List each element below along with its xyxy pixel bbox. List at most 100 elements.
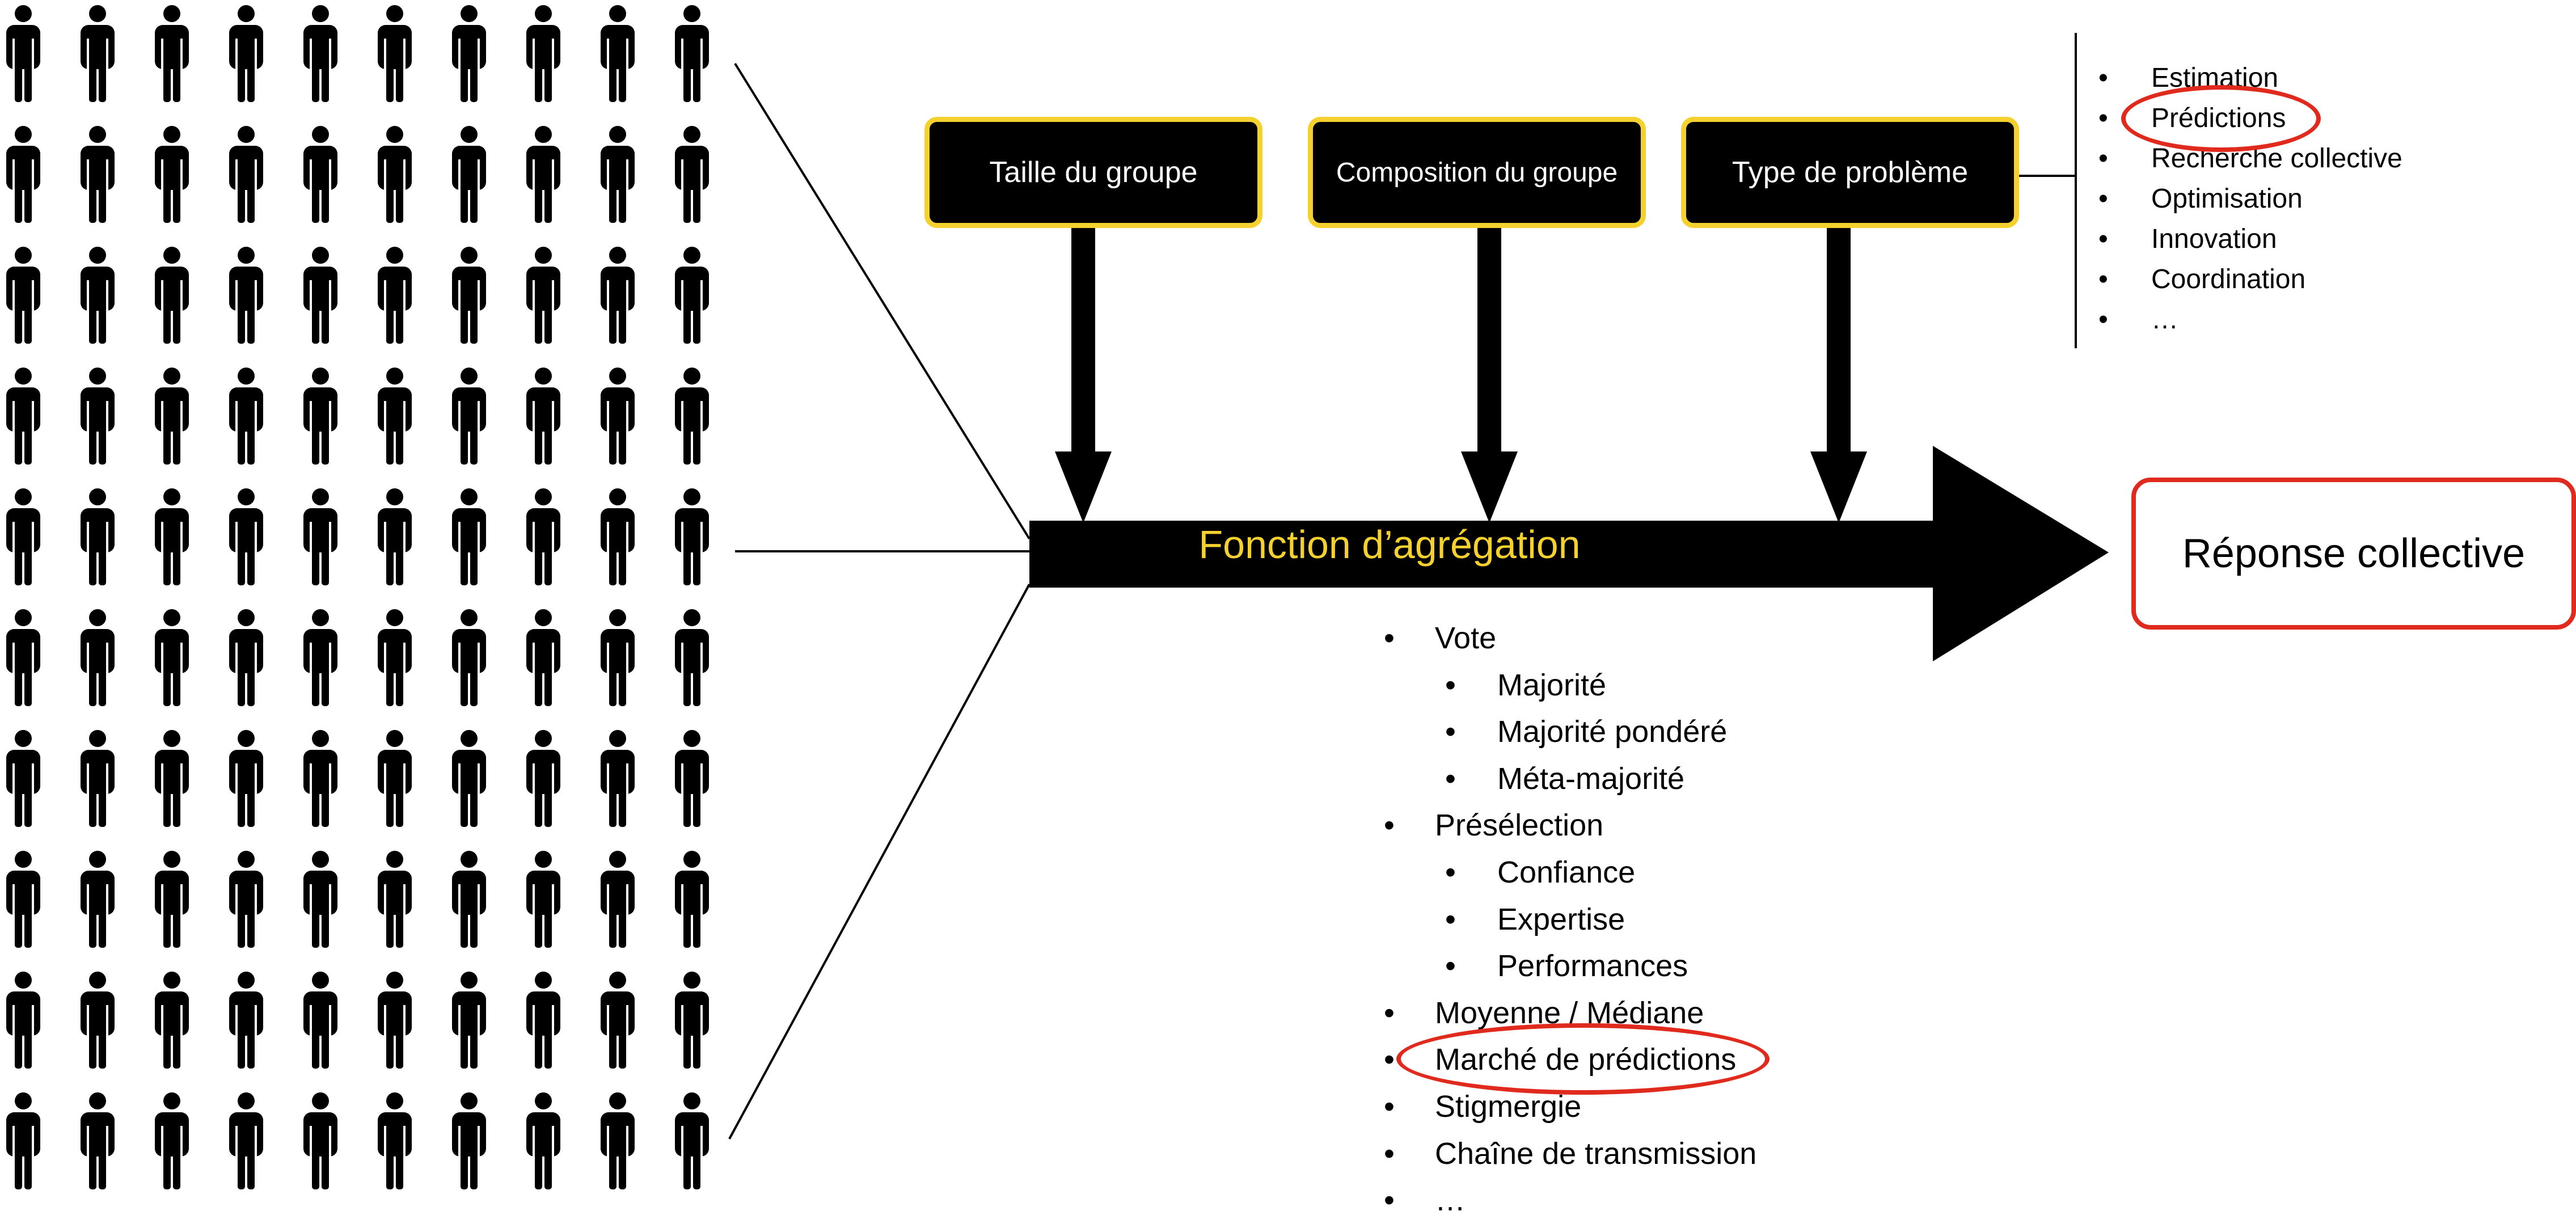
aggregation-method-item: Stigmergie	[1384, 1083, 1756, 1130]
person-icon	[81, 609, 115, 706]
person-icon	[378, 488, 412, 585]
person-icon	[526, 851, 560, 948]
problem-type-item: Estimation	[2098, 58, 2402, 98]
person-icon	[155, 1092, 189, 1189]
person-icon	[526, 488, 560, 585]
person-icon	[601, 851, 635, 948]
group-composition-label: Composition du groupe	[1336, 157, 1618, 188]
person-icon	[6, 730, 40, 827]
person-icon	[452, 126, 486, 223]
person-icon	[601, 247, 635, 344]
aggregation-method-item: …	[1384, 1177, 1756, 1224]
crowd-grid	[6, 5, 709, 1189]
person-icon	[81, 368, 115, 465]
aggregation-submethod-item: Expertise	[1384, 896, 1756, 943]
group-size-label: Taille du groupe	[989, 156, 1198, 189]
person-icon	[6, 368, 40, 465]
problem-type-item: …	[2098, 299, 2402, 340]
person-icon	[675, 972, 709, 1069]
person-icon	[81, 488, 115, 585]
person-icon	[6, 609, 40, 706]
person-icon	[601, 1092, 635, 1189]
arrow-shaft-problem-type	[1827, 228, 1851, 453]
person-icon	[155, 488, 189, 585]
person-icon	[303, 126, 337, 223]
arrow-shaft-group-composition	[1477, 228, 1501, 453]
person-icon	[452, 730, 486, 827]
person-icon	[303, 247, 337, 344]
person-icon	[229, 972, 263, 1069]
person-icon	[6, 851, 40, 948]
crowd-line-bottom	[728, 584, 1031, 1139]
arrow-head-group-size	[1055, 451, 1112, 523]
person-icon	[601, 609, 635, 706]
person-icon	[526, 972, 560, 1069]
person-icon	[378, 368, 412, 465]
person-icon	[526, 609, 560, 706]
person-icon	[378, 730, 412, 827]
person-icon	[303, 972, 337, 1069]
aggregation-method-list: Vote Majorité Majorité pondéré Méta-majo…	[1384, 615, 1756, 1224]
person-icon	[155, 972, 189, 1069]
person-icon	[526, 5, 560, 102]
person-icon	[81, 247, 115, 344]
arrow-head-problem-type	[1810, 451, 1867, 523]
person-icon	[378, 972, 412, 1069]
person-icon	[81, 5, 115, 102]
highlight-circle-prediction-market	[1396, 1023, 1770, 1095]
person-icon	[303, 730, 337, 827]
person-icon	[303, 368, 337, 465]
aggregation-submethod-item: Performances	[1384, 943, 1756, 990]
person-icon	[601, 126, 635, 223]
person-icon	[229, 1092, 263, 1189]
person-icon	[601, 5, 635, 102]
arrow-head-group-composition	[1461, 451, 1518, 523]
person-icon	[81, 126, 115, 223]
person-icon	[378, 1092, 412, 1189]
person-icon	[81, 1092, 115, 1189]
person-icon	[452, 609, 486, 706]
person-icon	[675, 851, 709, 948]
person-icon	[6, 126, 40, 223]
person-icon	[452, 972, 486, 1069]
person-icon	[601, 730, 635, 827]
person-icon	[526, 247, 560, 344]
person-icon	[303, 1092, 337, 1189]
person-icon	[675, 609, 709, 706]
arrow-shaft-group-size	[1071, 228, 1095, 453]
person-icon	[6, 488, 40, 585]
person-icon	[378, 609, 412, 706]
person-icon	[601, 488, 635, 585]
person-icon	[6, 5, 40, 102]
person-icon	[675, 247, 709, 344]
person-icon	[452, 5, 486, 102]
person-icon	[675, 126, 709, 223]
person-icon	[6, 247, 40, 344]
person-icon	[675, 730, 709, 827]
aggregation-function-label: Fonction d’agrégation	[1198, 522, 1581, 567]
problem-type-item: Optimisation	[2098, 179, 2402, 219]
person-icon	[675, 368, 709, 465]
person-icon	[303, 5, 337, 102]
person-icon	[303, 609, 337, 706]
person-icon	[526, 730, 560, 827]
person-icon	[601, 972, 635, 1069]
person-icon	[155, 126, 189, 223]
person-icon	[155, 368, 189, 465]
person-icon	[675, 5, 709, 102]
group-composition-box: Composition du groupe	[1308, 117, 1646, 228]
person-icon	[6, 1092, 40, 1189]
person-icon	[675, 1092, 709, 1189]
person-icon	[378, 126, 412, 223]
aggregation-submethod-item: Majorité pondéré	[1384, 708, 1756, 755]
person-icon	[229, 247, 263, 344]
problem-type-box: Type de problème	[1681, 117, 2019, 228]
aggregation-submethod-item: Méta-majorité	[1384, 755, 1756, 803]
person-icon	[229, 609, 263, 706]
problem-type-item: Coordination	[2098, 259, 2402, 299]
person-icon	[81, 972, 115, 1069]
person-icon	[452, 368, 486, 465]
person-icon	[229, 126, 263, 223]
person-icon	[155, 5, 189, 102]
